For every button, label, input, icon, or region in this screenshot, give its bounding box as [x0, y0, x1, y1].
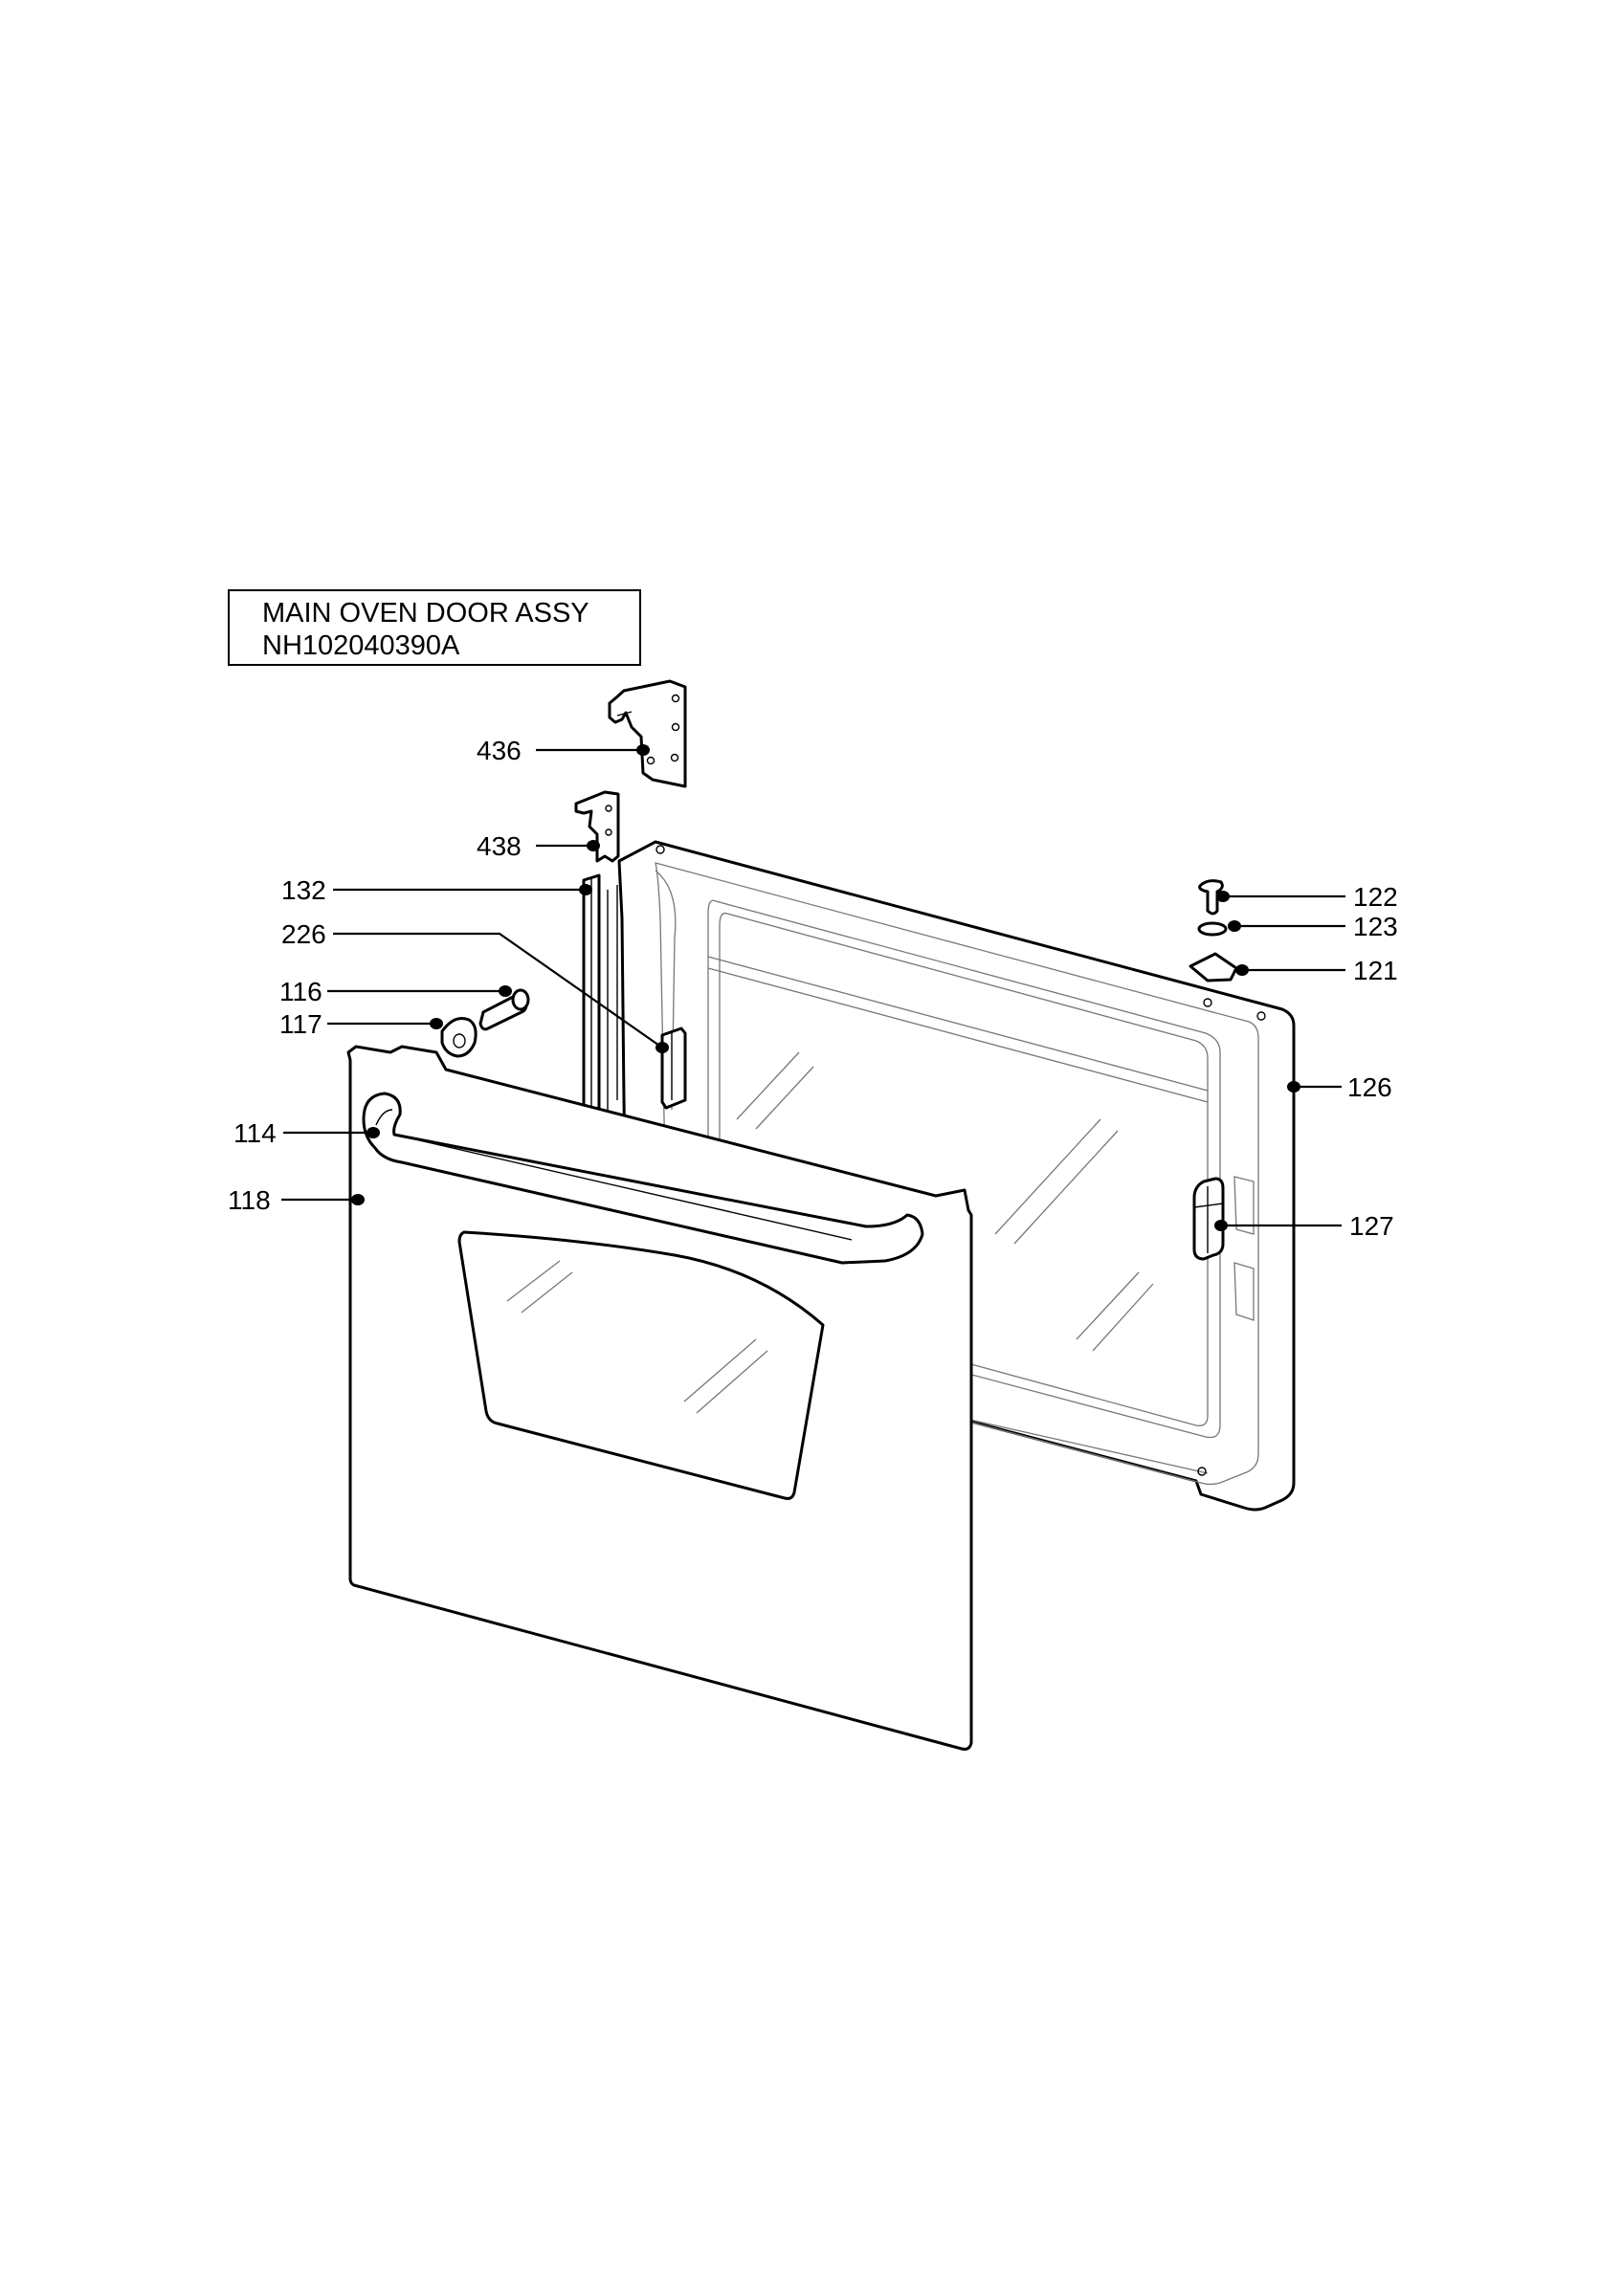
assembly-title-box: MAIN OVEN DOOR ASSY NH102040390A — [228, 589, 641, 666]
handle-bracket-226 — [660, 1027, 687, 1110]
door-hinge-436 — [608, 679, 687, 788]
callout-114: 114 — [233, 1118, 277, 1148]
hinge-plate-438 — [574, 790, 620, 863]
callout-118: 118 — [228, 1185, 271, 1215]
callout-117: 117 — [279, 1009, 322, 1039]
callout-labels: 436 438 132 226 116 117 114 118 122 123 … — [228, 736, 1398, 1241]
assembly-title: MAIN OVEN DOOR ASSY — [262, 598, 589, 629]
callout-116: 116 — [279, 977, 322, 1006]
assembly-part-number: NH102040390A — [262, 630, 460, 661]
callout-132: 132 — [281, 875, 326, 905]
pivot-pin-122 — [1198, 879, 1224, 916]
callout-438: 438 — [477, 831, 522, 861]
callout-226: 226 — [281, 919, 326, 949]
door-handle-114 — [362, 1092, 924, 1265]
callout-121: 121 — [1353, 956, 1398, 985]
callout-436: 436 — [477, 736, 522, 765]
washer-123 — [1197, 921, 1228, 937]
callout-126: 126 — [1347, 1072, 1392, 1102]
leader-dots — [351, 744, 1300, 1231]
callout-127: 127 — [1349, 1211, 1394, 1241]
callout-123: 123 — [1353, 912, 1398, 941]
callout-122: 122 — [1353, 882, 1398, 912]
side-latch-127 — [1192, 1177, 1225, 1261]
handle-screw-116 — [478, 988, 530, 1031]
latch-clip-121 — [1189, 952, 1238, 982]
leader-lines — [281, 748, 1345, 1227]
door-seal-strip — [582, 873, 618, 1114]
handle-spacer-117 — [440, 1017, 478, 1058]
